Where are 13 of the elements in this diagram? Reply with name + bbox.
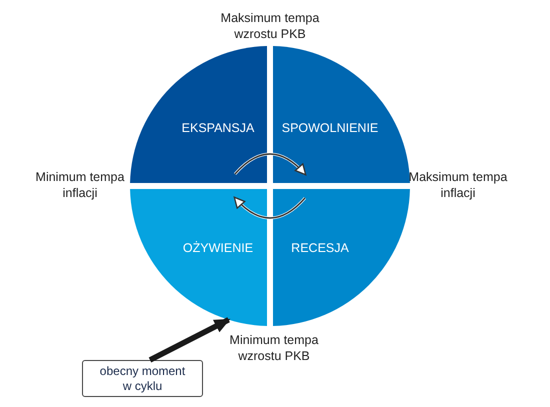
callout-text: obecny moment w cyklu <box>98 364 186 394</box>
phase-label: RECESJA <box>291 241 349 255</box>
phase-label: SPOWOLNIENIE <box>282 121 378 135</box>
pointer-arrow <box>148 317 230 362</box>
cycle-arrow <box>234 196 306 220</box>
axis-note: Maksimum tempa inflacji <box>408 169 508 201</box>
phase-label: EKSPANSJA <box>182 121 254 135</box>
phase-label: OŻYWIENIE <box>182 241 254 255</box>
axis-note: Minimum tempa inflacji <box>34 169 126 201</box>
axis-note: Maksimum tempa wzrostu PKB <box>220 10 320 42</box>
cycle-arrow <box>234 152 306 176</box>
callout-box <box>82 360 203 397</box>
axis-note: Minimum tempa wzrostu PKB <box>228 332 320 364</box>
